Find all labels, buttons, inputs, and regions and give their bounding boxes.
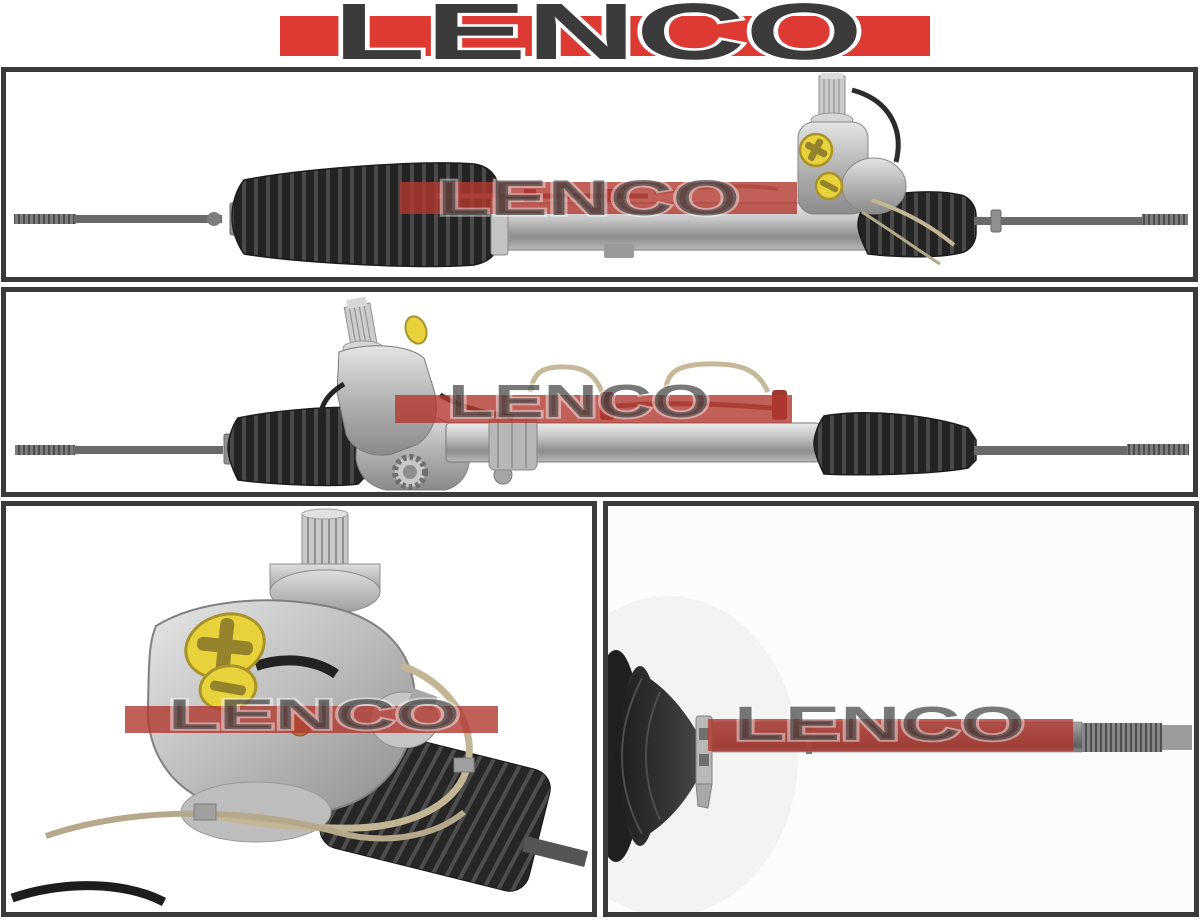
yellow-port-cap (814, 171, 844, 201)
logo-text: LENCO (333, 0, 863, 67)
brand-logo: LENCO (0, 0, 1200, 79)
bellows-boot-cone (608, 650, 700, 862)
left-bellows-boot (227, 406, 369, 487)
watermark: LENCO (708, 696, 1073, 753)
valve-side-housing (841, 157, 907, 215)
watermark-text: LENCO (448, 375, 710, 427)
steering-valve-assembly (797, 73, 956, 266)
right-tie-rod (974, 209, 1188, 233)
left-tie-rod (14, 202, 242, 236)
rack-shaft-stub (522, 835, 589, 868)
hex-fitting (408, 687, 438, 711)
watermark-text: LENCO (437, 170, 740, 226)
watermark-red-bar (708, 719, 1073, 751)
watermark-text: LENCO (168, 691, 460, 739)
left-tie-rod (15, 433, 235, 465)
black-hose (10, 881, 167, 907)
watermark-red-bar (125, 706, 498, 733)
photo-panel-rack-side-b: LENCO (1, 287, 1198, 497)
threaded-end (1082, 723, 1162, 752)
input-shaft (818, 75, 846, 119)
watermark: LENCO (395, 373, 792, 429)
watermark-red-bar (395, 395, 792, 423)
steering-valve-assembly (318, 296, 514, 456)
watermark-text: LENCO (734, 698, 1025, 751)
right-bellows-boot (813, 412, 977, 476)
yellow-port-cap (798, 132, 834, 168)
right-tie-rod (974, 444, 1189, 455)
watermark: LENCO (125, 689, 498, 741)
hose-connector (254, 655, 339, 679)
rack-tube (445, 415, 821, 471)
pressure-hose (318, 381, 346, 430)
watermark: LENCO (400, 168, 797, 228)
photo-panel-rack-side-a: LENCO (1, 67, 1198, 282)
photo-panel-tie-rod-closeup: LENCO (603, 501, 1199, 917)
pressure-hose (851, 87, 901, 163)
watermark-red-bar (400, 182, 797, 214)
yellow-port-cap (404, 315, 428, 345)
photo-panel-valve-closeup: LENCO (1, 501, 597, 917)
logo-red-bar (280, 16, 930, 56)
